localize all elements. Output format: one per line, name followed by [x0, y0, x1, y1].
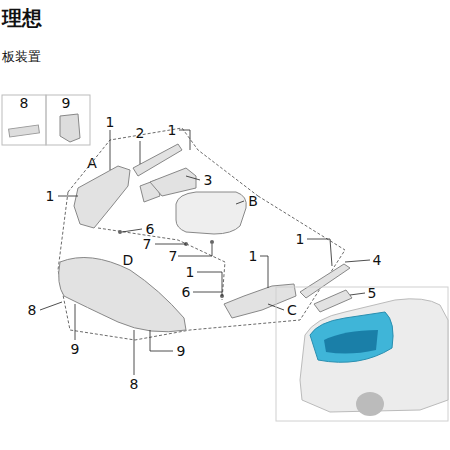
callout-number: 2 — [136, 126, 145, 140]
callout-number: 1 — [296, 232, 305, 246]
callout-number: 6 — [182, 285, 191, 299]
callout-number: 6 — [146, 222, 155, 236]
callout-number: 9 — [71, 342, 80, 356]
callout-number: 5 — [368, 286, 377, 300]
subtitle: 板装置 — [2, 50, 41, 63]
callout-number: 9 — [177, 344, 186, 358]
callout-number: 8 — [20, 96, 29, 110]
callout-number: 1 — [168, 123, 177, 137]
callout-number: A — [87, 156, 97, 170]
callout-number: 4 — [373, 253, 382, 267]
callout-number: 7 — [143, 237, 152, 251]
callout-number: 9 — [62, 96, 71, 110]
callout-number: 7 — [169, 249, 178, 263]
page-title: 理想 — [2, 8, 42, 28]
callout-number: 1 — [249, 249, 258, 263]
callout-number: 8 — [28, 303, 37, 317]
callout-number: 1 — [46, 189, 55, 203]
callout-number: B — [248, 194, 258, 208]
callout-number: C — [287, 303, 297, 317]
callout-number: 1 — [106, 115, 115, 129]
callout-number: 3 — [204, 173, 213, 187]
callout-number: D — [123, 253, 134, 267]
callout-number: 1 — [186, 265, 195, 279]
callout-number: 8 — [130, 377, 139, 391]
